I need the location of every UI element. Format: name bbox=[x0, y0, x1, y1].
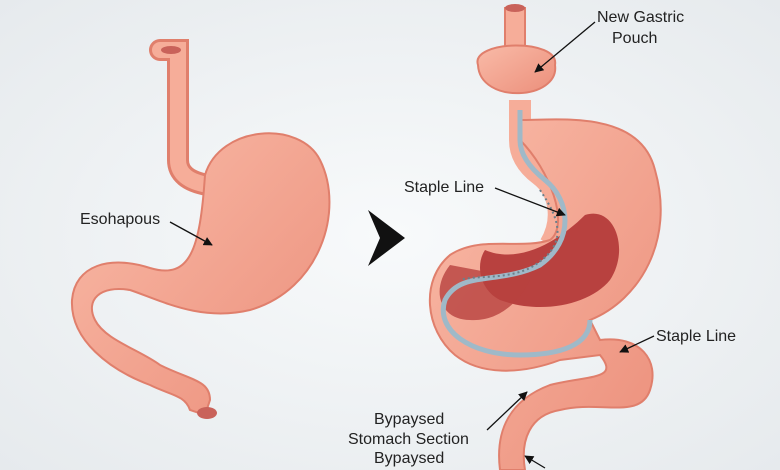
pointer-arrow bbox=[619, 335, 655, 353]
pointer-arrow bbox=[486, 391, 528, 431]
pointer-arrow bbox=[169, 221, 213, 246]
label-esophagus: Esohapous bbox=[80, 211, 160, 228]
pointer-arrow bbox=[494, 187, 566, 217]
label-staple-line-top: Staple Line bbox=[404, 179, 484, 196]
pointer-arrow bbox=[534, 21, 596, 73]
pointer-arrow bbox=[524, 455, 546, 469]
bypass-stomach bbox=[429, 4, 662, 470]
label-bypassed-1: Bypaysed bbox=[374, 411, 444, 428]
label-staple-line-right: Staple Line bbox=[656, 328, 736, 345]
normal-stomach bbox=[70, 39, 331, 419]
label-bypassed-2: Stomach Section bbox=[348, 431, 469, 448]
label-new-gastric-pouch-1: New Gastric bbox=[597, 9, 684, 26]
label-new-gastric-pouch-2: Pouch bbox=[612, 30, 657, 47]
arrow-right-icon bbox=[368, 210, 405, 266]
label-bypassed-3: Bypaysed bbox=[374, 450, 444, 467]
